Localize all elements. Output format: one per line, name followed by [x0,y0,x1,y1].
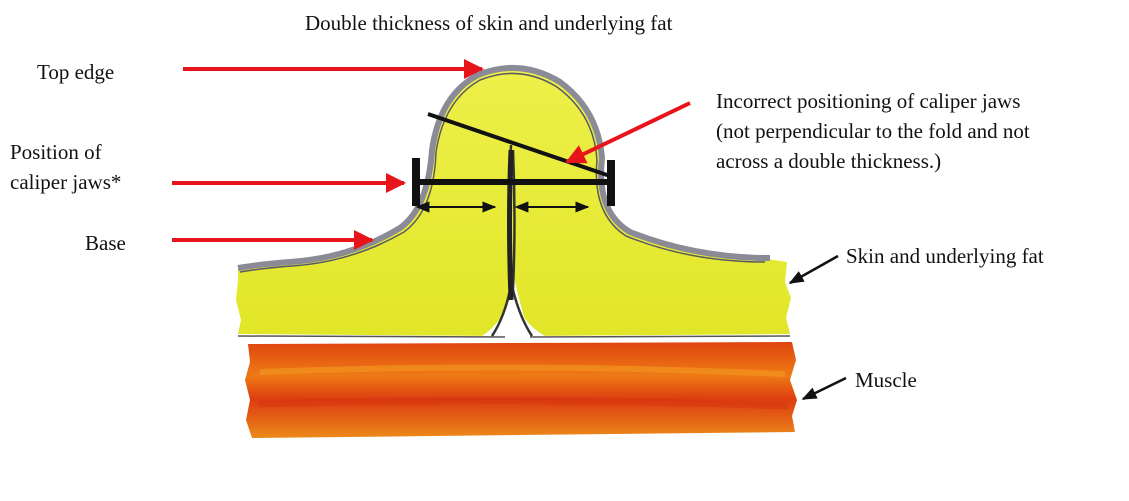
muscle-arrow [803,378,846,399]
caliper-position-label-line2: caliper jaws* [10,168,121,197]
fat-bottom-edge [238,336,790,337]
title-label: Double thickness of skin and underlying … [305,9,672,38]
muscle-layer [245,342,797,438]
muscle-label: Muscle [855,366,917,395]
caliper-jaw-left [412,158,420,206]
incorrect-position-label-line1: Incorrect positioning of caliper jaws [716,87,1020,116]
base-label: Base [85,229,126,258]
skin-arrow [790,256,838,283]
top-edge-label: Top edge [37,58,114,87]
incorrect-position-label-line3: across a double thickness.) [716,147,941,176]
fold-center-shadow [510,150,512,300]
skin-fat-label: Skin and underlying fat [846,242,1044,271]
caliper-jaw-right [607,160,615,206]
incorrect-position-label-line2: (not perpendicular to the fold and not [716,117,1030,146]
caliper-position-label-line1: Position of [10,138,102,167]
